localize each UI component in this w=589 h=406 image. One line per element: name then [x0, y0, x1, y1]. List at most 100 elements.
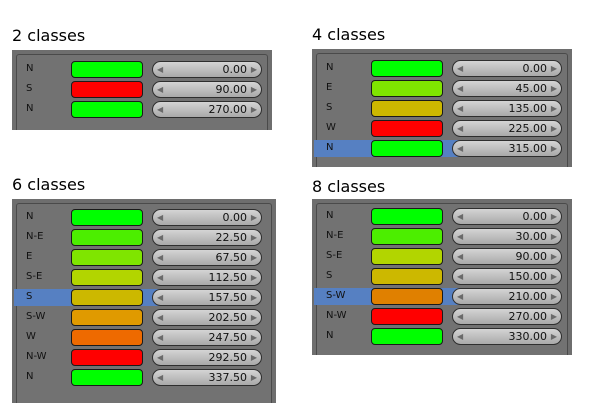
angle-number-field[interactable]: ◀45.00▶: [452, 80, 562, 97]
class-row[interactable]: N◀0.00▶: [12, 208, 276, 228]
class-row[interactable]: S-E◀112.50▶: [12, 268, 276, 288]
arrow-right-icon[interactable]: ▶: [250, 313, 257, 322]
arrow-right-icon[interactable]: ▶: [550, 312, 557, 321]
angle-number-field[interactable]: ◀292.50▶: [152, 349, 262, 366]
arrow-right-icon[interactable]: ▶: [250, 233, 257, 242]
class-row[interactable]: N◀270.00▶: [12, 100, 272, 120]
arrow-left-icon[interactable]: ◀: [457, 292, 464, 301]
color-swatch-button[interactable]: [71, 61, 143, 78]
arrow-left-icon[interactable]: ◀: [157, 313, 164, 322]
angle-number-field[interactable]: ◀30.00▶: [452, 228, 562, 245]
color-swatch-button[interactable]: [71, 349, 143, 366]
arrow-left-icon[interactable]: ◀: [457, 104, 464, 113]
angle-number-field[interactable]: ◀0.00▶: [152, 209, 262, 226]
angle-number-field[interactable]: ◀157.50▶: [152, 289, 262, 306]
color-swatch-button[interactable]: [371, 328, 443, 345]
arrow-left-icon[interactable]: ◀: [457, 232, 464, 241]
arrow-right-icon[interactable]: ▶: [550, 84, 557, 93]
arrow-right-icon[interactable]: ▶: [250, 293, 257, 302]
color-swatch-button[interactable]: [71, 269, 143, 286]
arrow-right-icon[interactable]: ▶: [250, 373, 257, 382]
color-swatch-button[interactable]: [371, 308, 443, 325]
angle-number-field[interactable]: ◀202.50▶: [152, 309, 262, 326]
color-swatch-button[interactable]: [71, 101, 143, 118]
arrow-right-icon[interactable]: ▶: [250, 273, 257, 282]
angle-number-field[interactable]: ◀247.50▶: [152, 329, 262, 346]
angle-number-field[interactable]: ◀0.00▶: [452, 208, 562, 225]
arrow-right-icon[interactable]: ▶: [250, 333, 257, 342]
angle-number-field[interactable]: ◀150.00▶: [452, 268, 562, 285]
angle-number-field[interactable]: ◀22.50▶: [152, 229, 262, 246]
color-swatch-button[interactable]: [71, 249, 143, 266]
arrow-left-icon[interactable]: ◀: [157, 233, 164, 242]
angle-number-field[interactable]: ◀225.00▶: [452, 120, 562, 137]
class-row[interactable]: N-E◀30.00▶: [312, 227, 572, 247]
arrow-right-icon[interactable]: ▶: [550, 104, 557, 113]
angle-number-field[interactable]: ◀270.00▶: [152, 101, 262, 118]
class-row[interactable]: S◀157.50▶: [12, 288, 276, 308]
class-row[interactable]: S◀90.00▶: [12, 80, 272, 100]
class-row[interactable]: W◀225.00▶: [312, 119, 572, 139]
arrow-right-icon[interactable]: ▶: [550, 232, 557, 241]
color-swatch-button[interactable]: [371, 60, 443, 77]
arrow-left-icon[interactable]: ◀: [457, 272, 464, 281]
class-row[interactable]: W◀247.50▶: [12, 328, 276, 348]
class-row[interactable]: N-W◀292.50▶: [12, 348, 276, 368]
arrow-left-icon[interactable]: ◀: [457, 212, 464, 221]
arrow-right-icon[interactable]: ▶: [550, 252, 557, 261]
color-swatch-button[interactable]: [371, 140, 443, 157]
arrow-left-icon[interactable]: ◀: [457, 252, 464, 261]
color-swatch-button[interactable]: [71, 229, 143, 246]
arrow-left-icon[interactable]: ◀: [457, 144, 464, 153]
arrow-left-icon[interactable]: ◀: [157, 293, 164, 302]
arrow-left-icon[interactable]: ◀: [157, 353, 164, 362]
arrow-left-icon[interactable]: ◀: [457, 332, 464, 341]
class-row[interactable]: N-W◀270.00▶: [312, 307, 572, 327]
color-swatch-button[interactable]: [371, 80, 443, 97]
arrow-right-icon[interactable]: ▶: [250, 213, 257, 222]
arrow-left-icon[interactable]: ◀: [457, 312, 464, 321]
class-row[interactable]: N◀0.00▶: [312, 59, 572, 79]
color-swatch-button[interactable]: [371, 268, 443, 285]
arrow-right-icon[interactable]: ▶: [250, 105, 257, 114]
angle-number-field[interactable]: ◀270.00▶: [452, 308, 562, 325]
arrow-left-icon[interactable]: ◀: [157, 253, 164, 262]
class-row[interactable]: N◀315.00▶: [312, 139, 572, 159]
class-row[interactable]: E◀67.50▶: [12, 248, 276, 268]
arrow-right-icon[interactable]: ▶: [550, 332, 557, 341]
arrow-right-icon[interactable]: ▶: [550, 64, 557, 73]
color-swatch-button[interactable]: [71, 329, 143, 346]
angle-number-field[interactable]: ◀0.00▶: [152, 61, 262, 78]
color-swatch-button[interactable]: [71, 309, 143, 326]
arrow-left-icon[interactable]: ◀: [157, 105, 164, 114]
color-swatch-button[interactable]: [71, 81, 143, 98]
arrow-right-icon[interactable]: ▶: [550, 292, 557, 301]
arrow-right-icon[interactable]: ▶: [250, 65, 257, 74]
color-swatch-button[interactable]: [71, 209, 143, 226]
angle-number-field[interactable]: ◀90.00▶: [152, 81, 262, 98]
arrow-left-icon[interactable]: ◀: [457, 124, 464, 133]
arrow-right-icon[interactable]: ▶: [250, 85, 257, 94]
arrow-right-icon[interactable]: ▶: [550, 212, 557, 221]
color-swatch-button[interactable]: [71, 369, 143, 386]
color-swatch-button[interactable]: [371, 100, 443, 117]
color-swatch-button[interactable]: [371, 208, 443, 225]
angle-number-field[interactable]: ◀135.00▶: [452, 100, 562, 117]
color-swatch-button[interactable]: [371, 288, 443, 305]
angle-number-field[interactable]: ◀210.00▶: [452, 288, 562, 305]
angle-number-field[interactable]: ◀315.00▶: [452, 140, 562, 157]
class-row[interactable]: S◀150.00▶: [312, 267, 572, 287]
arrow-left-icon[interactable]: ◀: [157, 333, 164, 342]
class-row[interactable]: N◀330.00▶: [312, 327, 572, 347]
arrow-right-icon[interactable]: ▶: [550, 272, 557, 281]
arrow-right-icon[interactable]: ▶: [550, 124, 557, 133]
angle-number-field[interactable]: ◀67.50▶: [152, 249, 262, 266]
angle-number-field[interactable]: ◀112.50▶: [152, 269, 262, 286]
color-swatch-button[interactable]: [371, 228, 443, 245]
arrow-left-icon[interactable]: ◀: [157, 65, 164, 74]
class-row[interactable]: N◀0.00▶: [312, 207, 572, 227]
color-swatch-button[interactable]: [371, 120, 443, 137]
class-row[interactable]: S-W◀202.50▶: [12, 308, 276, 328]
arrow-right-icon[interactable]: ▶: [250, 353, 257, 362]
class-row[interactable]: S◀135.00▶: [312, 99, 572, 119]
